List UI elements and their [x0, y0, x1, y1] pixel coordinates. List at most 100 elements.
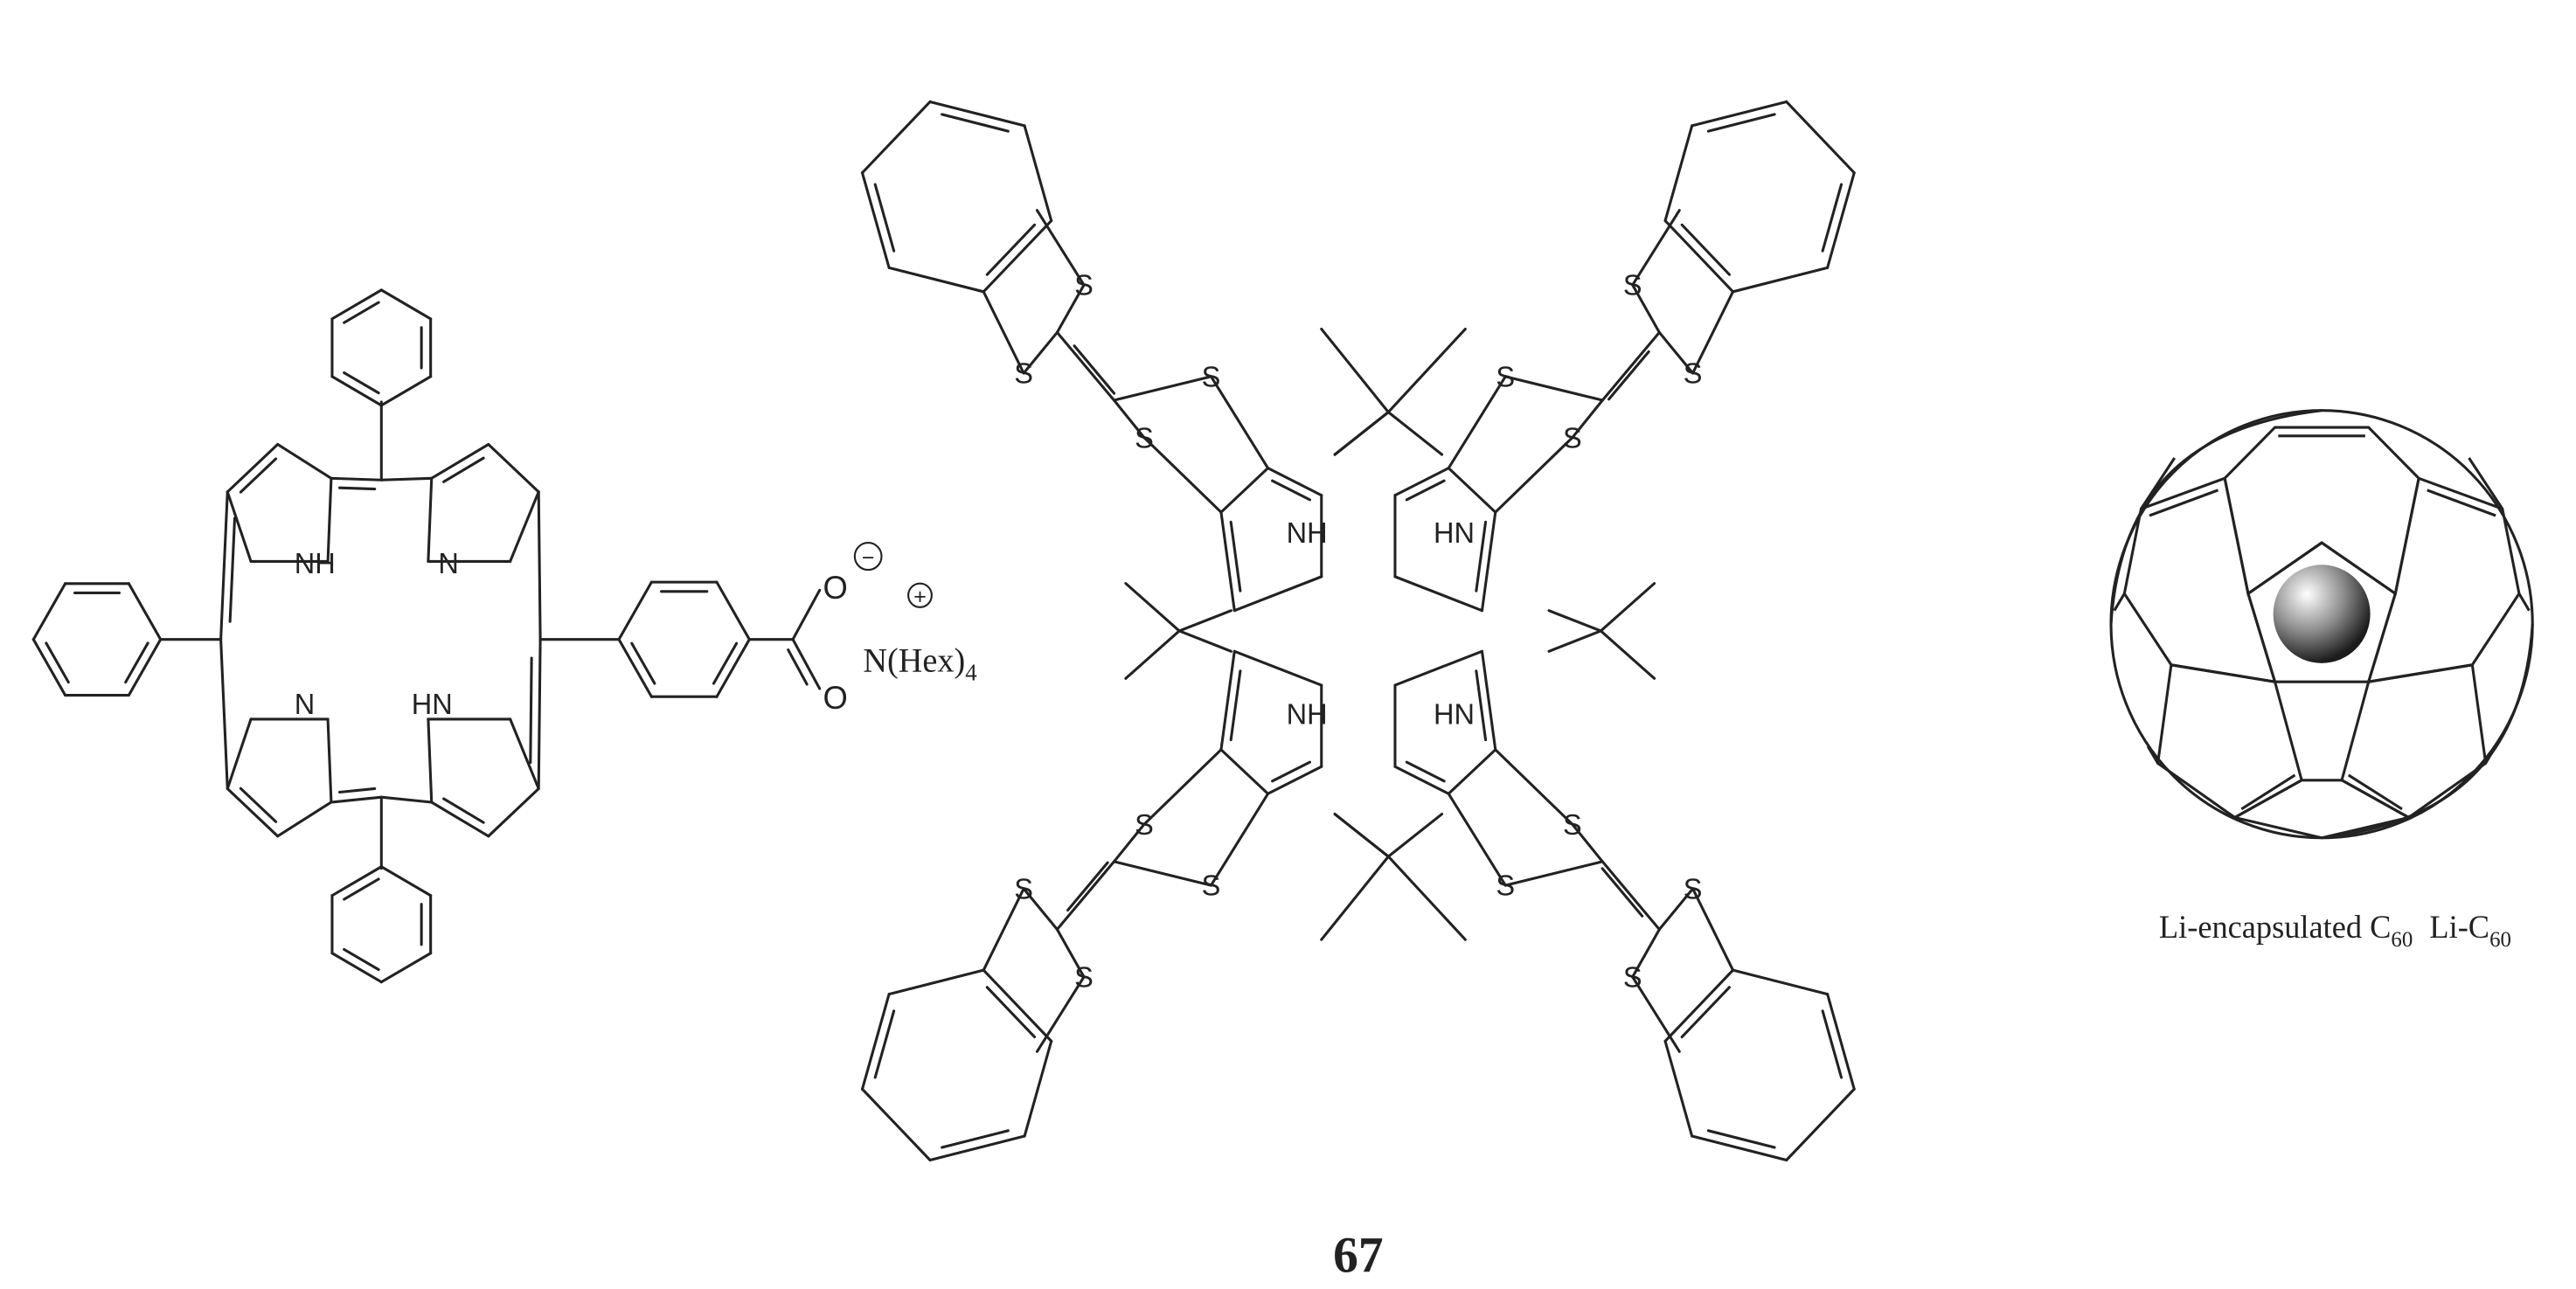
pyrrole-bond	[1229, 520, 1242, 593]
benzoate-ring	[715, 638, 751, 698]
pyrrole-bond	[1267, 765, 1323, 795]
benzodithiole-bond	[1022, 330, 1059, 375]
benzo-ring-bond	[860, 993, 891, 1091]
pyrrole-bond	[1405, 760, 1446, 783]
benzo-ring-bond	[873, 1009, 896, 1079]
pyrrole-bond	[430, 442, 490, 480]
pyrrole-bond	[226, 490, 253, 563]
phenyl-ring-left	[124, 641, 149, 684]
pyrrole-bond	[1480, 510, 1497, 613]
phenyl-ring-left	[31, 638, 67, 697]
carboxyl-co-double	[787, 648, 809, 686]
dithiole-bond	[1503, 860, 1604, 887]
benzodithiole-sulfur: S	[1014, 357, 1033, 389]
benzo-ring-bond	[928, 1134, 1026, 1162]
pyrrole-bond	[1232, 649, 1323, 687]
benzo-ring-bond	[1680, 986, 1731, 1039]
ttf-central-double-bond	[1073, 344, 1116, 395]
lithium-ion-sphere	[2273, 565, 2371, 663]
ttf-central-double-bond	[1600, 867, 1644, 918]
meso-bond	[1177, 609, 1232, 633]
benzodithiole-bond	[1631, 975, 1681, 1053]
benzoate-ring	[617, 638, 653, 698]
dithiole-bond	[1142, 436, 1223, 514]
pyrrole-bond	[487, 442, 540, 494]
benzo-ring-bond	[1731, 968, 1830, 996]
porphyrin-n-top: N	[438, 547, 458, 579]
benzodithiole-sulfur: S	[1684, 872, 1703, 904]
dithiole-sulfur: S	[1496, 870, 1515, 902]
meso-bond	[337, 787, 377, 794]
counterion-label: N(Hex)4	[863, 642, 977, 685]
pyrrole-bond	[1229, 669, 1242, 742]
pyrrole-bond	[1393, 467, 1450, 497]
benzo-ring-bond	[1821, 183, 1843, 253]
pyrrole-bond	[1271, 760, 1311, 783]
pyrrole-bond	[326, 717, 333, 804]
pyrrole-bond	[1480, 649, 1497, 752]
benzo-ring-bond	[1023, 1039, 1053, 1138]
benzodithiole-bond	[1035, 975, 1086, 1053]
benzo-ring-bond	[1663, 1039, 1694, 1138]
pyrrole-nh-upper-left: NH	[1287, 516, 1328, 549]
benzo-ring-bond	[860, 1087, 932, 1162]
pyrrole-bond	[1219, 649, 1236, 752]
pyrrole-bond	[430, 800, 490, 838]
dithiole-bond	[1571, 398, 1604, 440]
dithiole-bond	[1494, 436, 1574, 514]
pyrrole-bond	[1219, 510, 1236, 613]
pyrrole-bond	[1447, 748, 1497, 795]
gem-dimethyl	[1333, 411, 1390, 456]
phenyl-ring-top	[330, 375, 383, 407]
benzo-ring-bond	[985, 986, 1037, 1039]
dithiole-bond	[1571, 822, 1604, 863]
benzo-ring-bond	[985, 223, 1037, 276]
dithiole-sulfur: S	[1496, 360, 1515, 392]
carboxyl-co-single	[791, 588, 822, 641]
benzodithiole-bond	[1691, 290, 1735, 375]
gem-dimethyl	[1386, 411, 1444, 456]
pyrrole-hn-upper-right: HN	[1434, 516, 1475, 549]
benzo-ring-bond	[860, 100, 932, 175]
pyrrole-bond	[1393, 575, 1484, 613]
ammonium-positive-charge: +	[913, 585, 927, 609]
gem-dimethyl	[1599, 582, 1656, 633]
carboxylate-negative-charge: −	[862, 545, 875, 570]
ttf-central-double-bond	[1055, 860, 1116, 932]
benzo-ring-bond	[1821, 1009, 1843, 1079]
phenyl-ring-bottom	[379, 952, 433, 984]
meso-bond	[379, 476, 434, 482]
pyrrole-bond	[1475, 520, 1488, 593]
ttf-central-double-bond	[1066, 861, 1109, 912]
pyrrole-bond	[276, 800, 333, 838]
dithiole-bond	[1112, 860, 1213, 887]
gem-dimethyl	[1333, 813, 1390, 858]
benzodithiole-sulfur: S	[1014, 872, 1033, 904]
benzodithiole-bond	[1022, 887, 1059, 932]
pyrrole-bond	[509, 717, 540, 791]
benzo-ring-bond	[982, 968, 1053, 1043]
porphyrin-n-bottom: N	[295, 688, 315, 720]
benzo-ring-bond	[1826, 171, 1856, 269]
benzo-ring-bond	[1663, 124, 1694, 223]
pyrrole-bond	[326, 476, 333, 563]
benzo-ring-bond	[1691, 100, 1788, 128]
porphyrin-carboxylate-structure	[31, 288, 822, 984]
meso-bond	[330, 476, 383, 482]
meso-bond	[228, 516, 237, 623]
benzodithiole-bond	[1055, 928, 1086, 979]
phenyl-ring-top	[379, 375, 433, 407]
pyrrole-bond	[1219, 748, 1270, 795]
meso-bond	[537, 490, 542, 641]
pyrrole-bond	[1267, 467, 1323, 497]
pyrrole-bond	[226, 717, 253, 791]
benzo-ring-bond	[1706, 113, 1776, 133]
carboxylate-oxygen-top: O	[823, 570, 848, 606]
pyrrole-bond	[1393, 765, 1450, 795]
pyrrole-bond	[509, 490, 540, 563]
benzodithiole-sulfur: S	[1074, 268, 1094, 301]
benzo-ring-bond	[1680, 223, 1731, 276]
benzodithiole-bond	[982, 290, 1025, 375]
gem-dimethyl	[1124, 582, 1181, 633]
dithiole-sulfur: S	[1563, 421, 1582, 454]
